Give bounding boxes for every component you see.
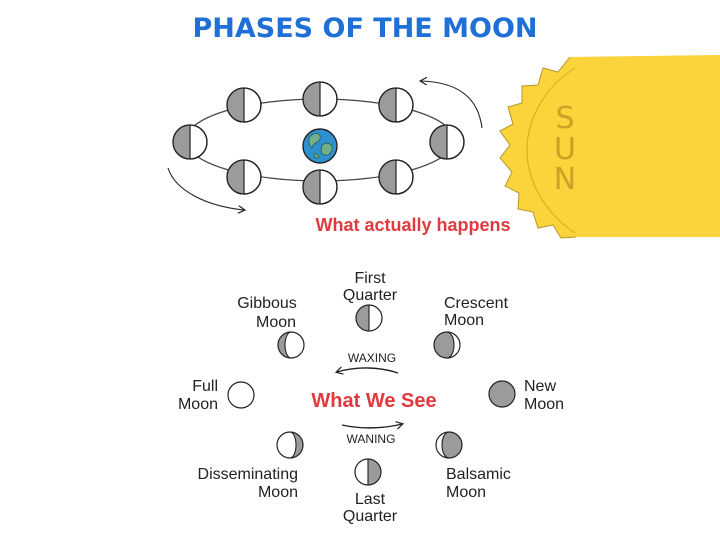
gibbous-moon-icon	[277, 331, 305, 359]
waxing-arrow	[337, 368, 399, 373]
disseminating-label-line1: Disseminating	[198, 466, 298, 483]
balsamic-label-line2: Moon	[446, 484, 486, 501]
orbit-moon	[172, 124, 208, 160]
crescent-moon-icon	[433, 331, 461, 359]
full-label-line2: Moon	[178, 396, 218, 413]
balsamic-moon-icon	[435, 431, 463, 459]
new-label-line1: New	[524, 378, 556, 395]
gibbous-label-line1: Gibbous	[237, 295, 297, 312]
gibbous-label-line2: Moon	[256, 314, 296, 331]
last-quarter-label-line1: Last	[355, 491, 386, 508]
orbit-caption: What actually happens	[315, 215, 510, 235]
orbit-moon	[378, 159, 414, 195]
waxing-label: WAXING	[348, 351, 396, 365]
first-quarter-moon-icon	[355, 304, 383, 332]
full-moon-icon	[227, 381, 255, 409]
page-title: PHASES OF THE MOON	[192, 13, 537, 44]
orbit-arrow-left	[167, 167, 244, 210]
orbit-moon	[302, 169, 338, 205]
orbit-moon	[429, 124, 465, 160]
first-quarter-label-line2: Quarter	[343, 287, 398, 304]
full-label-line1: Full	[192, 378, 218, 395]
new-label-line2: Moon	[524, 396, 564, 413]
orbit-moon	[378, 87, 414, 123]
waning-label: WANING	[347, 432, 396, 446]
disseminating-moon-icon	[276, 431, 304, 459]
center-caption: What We See	[311, 390, 436, 412]
sun-letter-u: U	[554, 132, 576, 167]
orbit-moon	[226, 159, 262, 195]
crescent-label-line2: Moon	[444, 312, 484, 329]
sun-icon	[499, 55, 720, 239]
orbit-arrow-right	[421, 81, 483, 129]
sun-letter-n: N	[554, 162, 576, 197]
earth-globe-icon	[302, 128, 338, 164]
first-quarter-label-line1: First	[354, 270, 386, 287]
waning-arrow	[341, 424, 402, 428]
new-moon-icon	[488, 380, 516, 408]
last-quarter-label-line2: Quarter	[343, 508, 398, 525]
disseminating-label-line2: Moon	[258, 484, 298, 501]
sun-letter-s: S	[555, 101, 574, 136]
last-quarter-moon-icon	[354, 458, 382, 486]
crescent-label-line1: Crescent	[444, 295, 509, 312]
orbit-moon	[226, 87, 262, 123]
orbit-moon	[302, 81, 338, 117]
balsamic-label-line1: Balsamic	[446, 466, 511, 483]
